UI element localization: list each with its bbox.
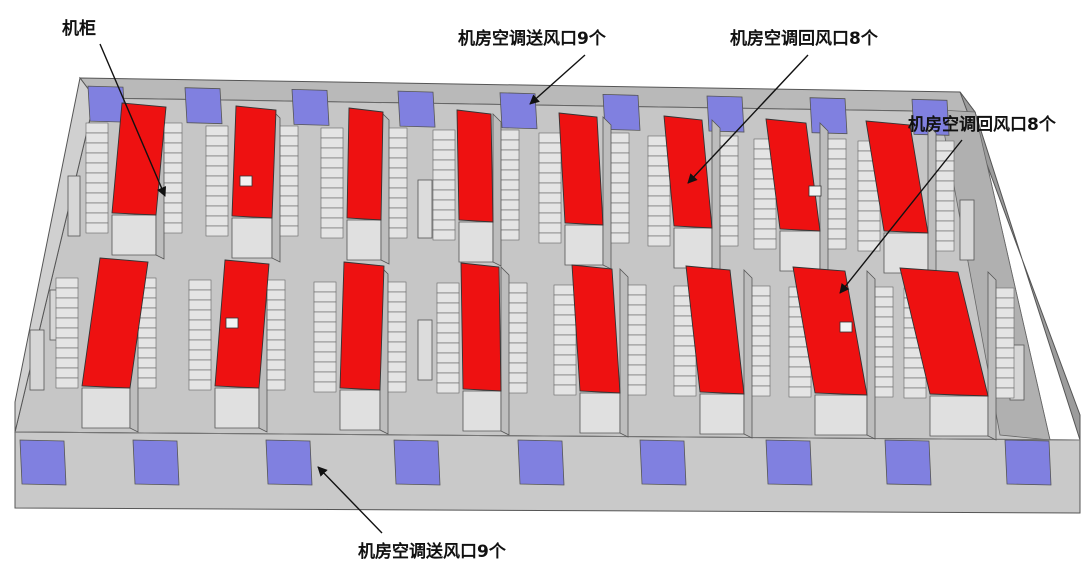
cabinet-side-face (620, 269, 628, 437)
rack-strip (189, 280, 211, 390)
supply-vent-front (394, 440, 440, 485)
supply-vent-back (398, 91, 435, 127)
supply-vent-back (185, 88, 222, 124)
rack-strip (433, 130, 455, 240)
rack-strip (86, 123, 108, 233)
label-return-right: 机房空调回风口8个 (908, 114, 1057, 135)
cabinet-front-face (82, 388, 130, 428)
cabinet-front-face (815, 395, 867, 435)
supply-vent-front (20, 440, 66, 485)
rack-strip (314, 282, 336, 392)
cabinet-side-face (603, 117, 611, 269)
cabinet-front-face (565, 225, 603, 265)
cabinet-top (461, 263, 501, 391)
label-return-top: 机房空调回风口8个 (730, 28, 879, 49)
cabinet-side-face (493, 114, 501, 266)
supply-vent-front (133, 440, 179, 485)
cabinet-front-face (700, 394, 744, 434)
label-supply-bottom: 机房空调送风口9个 (358, 541, 507, 562)
return-vent (240, 176, 252, 186)
cabinet-front-face (674, 228, 712, 268)
supply-vent-back (810, 98, 847, 134)
cabinet-top (340, 262, 384, 390)
aisle-post (418, 320, 432, 380)
cabinet-front-face (112, 215, 156, 255)
cabinet-side-face (928, 125, 936, 277)
supply-vent-front (885, 440, 931, 485)
cabinet-top (215, 260, 269, 388)
rack-strip (56, 278, 78, 388)
label-supply-top: 机房空调送风口9个 (458, 28, 607, 49)
supply-vent-back (88, 86, 125, 122)
rack-strip (206, 126, 228, 236)
cabinet-front-face (884, 233, 928, 273)
cabinet-side-face (988, 272, 996, 440)
aisle-post (418, 180, 432, 238)
rack-strip (648, 136, 670, 246)
wall-column (960, 200, 974, 260)
supply-vent-front (640, 440, 686, 485)
cabinet-top (112, 103, 166, 215)
cabinet-top (559, 113, 603, 225)
cabinet-side-face (712, 120, 720, 272)
cabinet-front-face (215, 388, 259, 428)
rack-strip (437, 283, 459, 393)
wall-column (30, 330, 44, 390)
return-vent (226, 318, 238, 328)
cabinet-side-face (867, 271, 875, 439)
cabinet-side-face (820, 123, 828, 275)
return-vent (840, 322, 852, 332)
cabinet-front-face (232, 218, 272, 258)
cabinet-front-face (459, 222, 493, 262)
cabinet-top (457, 110, 493, 222)
label-cabinet: 机柜 (62, 18, 96, 39)
cabinet-top (572, 265, 620, 393)
cabinet-front-face (780, 231, 820, 271)
front-wall-supply-vents (20, 440, 1051, 485)
cabinet-top (232, 106, 276, 218)
cabinet-front-face (580, 393, 620, 433)
cabinet-side-face (501, 267, 509, 435)
supply-vent-back (292, 89, 329, 125)
return-vent (809, 186, 821, 196)
rack-strip (539, 133, 561, 243)
supply-vent-front (518, 440, 564, 485)
cabinet-top (347, 108, 383, 220)
supply-vent-front (266, 440, 312, 485)
supply-vent-front (1005, 440, 1051, 485)
supply-vent-front (766, 440, 812, 485)
cabinet-front-face (463, 391, 501, 431)
wall-column (68, 176, 80, 236)
rack-strip (321, 128, 343, 238)
cabinet-front-face (930, 396, 988, 436)
cabinet-side-face (744, 270, 752, 438)
supply-vent-back (500, 93, 537, 129)
cabinet-front-face (340, 390, 380, 430)
rack-strip (554, 285, 576, 395)
cabinet-front-face (347, 220, 381, 260)
